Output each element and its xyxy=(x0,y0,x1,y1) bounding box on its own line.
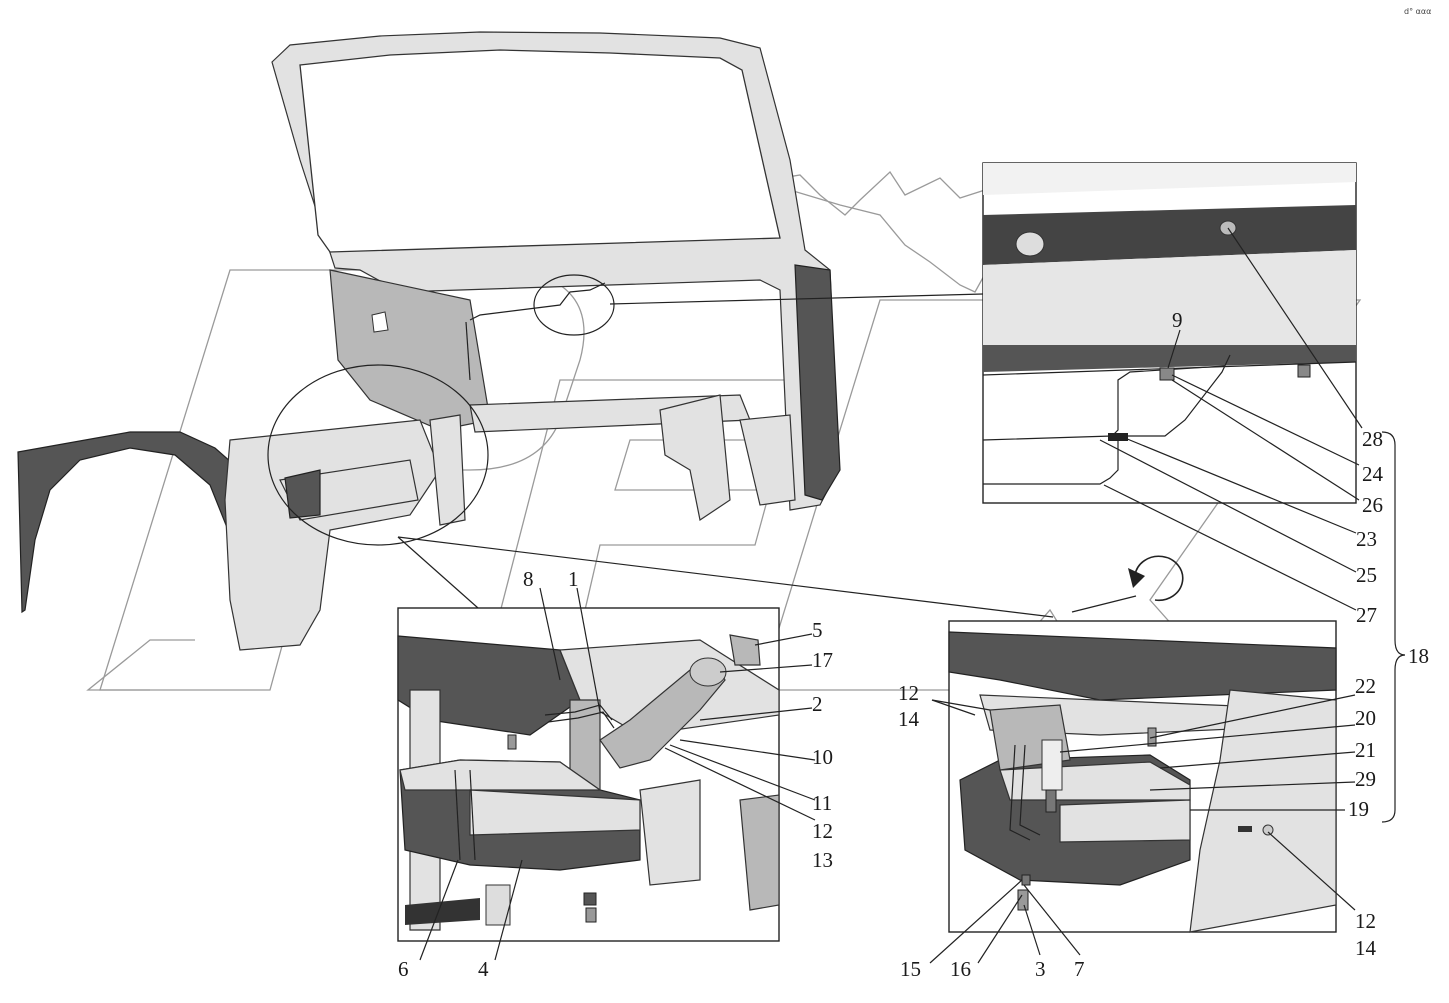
callout-8: 8 xyxy=(523,567,534,591)
callout-10: 10 xyxy=(812,745,833,769)
callout-9: 9 xyxy=(1172,308,1183,332)
callout-3: 3 xyxy=(1035,957,1046,981)
callout-numbers: 1 8 5 17 2 10 11 12 13 6 4 9 28 24 26 23… xyxy=(398,308,1429,981)
detail-circle-tank xyxy=(267,364,489,546)
callout-19: 19 xyxy=(1348,797,1369,821)
callout-12-c: 12 xyxy=(1355,909,1376,933)
callout-29: 29 xyxy=(1355,767,1376,791)
rear-wheel-arch xyxy=(17,414,466,651)
callout-27: 27 xyxy=(1356,603,1377,627)
callout-24: 24 xyxy=(1362,462,1384,486)
callout-5: 5 xyxy=(812,618,823,642)
leader-lines xyxy=(419,227,1363,964)
callout-17: 17 xyxy=(812,648,833,672)
callout-7: 7 xyxy=(1074,957,1085,981)
callout-11: 11 xyxy=(812,791,832,815)
rotation-arrow-icon xyxy=(1128,555,1184,602)
callout-16: 16 xyxy=(950,957,971,981)
callout-6: 6 xyxy=(398,957,409,981)
callout-25: 25 xyxy=(1356,563,1377,587)
callout-20: 20 xyxy=(1355,706,1376,730)
corner-mark: d° ααα xyxy=(1404,7,1431,16)
callout-15: 15 xyxy=(900,957,921,981)
callout-12-a: 12 xyxy=(812,819,833,843)
callout-4: 4 xyxy=(478,957,489,981)
detail-view-pipes xyxy=(982,162,1357,504)
callout-26: 26 xyxy=(1362,493,1383,517)
callout-28: 28 xyxy=(1362,427,1383,451)
callout-14-b: 14 xyxy=(898,707,920,731)
detail-circle-pipe xyxy=(533,274,615,336)
detail-view-tank-side xyxy=(948,620,1337,933)
callout-2: 2 xyxy=(812,692,823,716)
callout-13: 13 xyxy=(812,848,833,872)
cab-frame xyxy=(271,31,841,521)
callout-14-c: 14 xyxy=(1355,936,1377,960)
callout-22: 22 xyxy=(1355,674,1376,698)
callout-1: 1 xyxy=(568,567,579,591)
group-bracket-18 xyxy=(1381,431,1406,823)
detail-view-tank xyxy=(397,607,780,942)
callout-23: 23 xyxy=(1356,527,1377,551)
callout-12-b: 12 xyxy=(898,681,919,705)
callout-21: 21 xyxy=(1355,738,1376,762)
callout-18: 18 xyxy=(1408,644,1429,668)
